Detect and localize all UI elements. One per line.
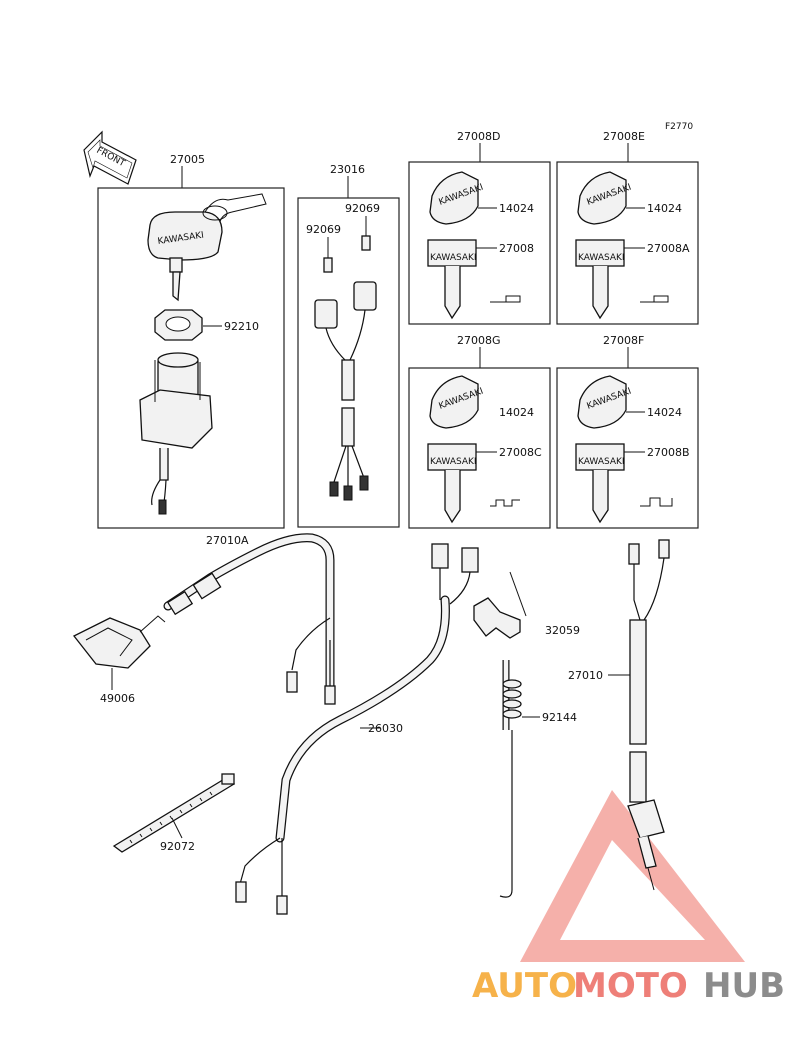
tube-92144-icon	[499, 660, 522, 898]
label-14024-d: 14024	[499, 202, 534, 215]
band-92072-icon	[112, 773, 236, 853]
label-27010A: 27010A	[206, 534, 249, 547]
front-arrow-icon: FRONT	[83, 130, 137, 185]
label-27008C: 27008C	[499, 446, 542, 459]
label-49006: 49006	[100, 692, 135, 705]
label-27008G: 27008G	[457, 334, 501, 347]
label-23016: 23016	[330, 163, 365, 176]
label-92210: 92210	[224, 320, 259, 333]
key-set-e-knob-icon: KAWASAKI	[577, 171, 633, 225]
label-92144: 92144	[542, 711, 577, 724]
lead-harness-kit-box	[297, 197, 400, 528]
label-27008: 27008	[499, 242, 534, 255]
watermark-moto: MOTO	[573, 966, 688, 1006]
bracket-32059-icon	[473, 571, 527, 639]
label-92069-right: 92069	[345, 202, 380, 215]
label-27008D: 27008D	[457, 130, 500, 143]
key-set-e-box	[556, 161, 699, 325]
svg-text:KAWASAKI: KAWASAKI	[578, 457, 625, 467]
cap-right-icon	[361, 235, 371, 251]
label-27008A: 27008A	[647, 242, 690, 255]
cover-49006-icon	[72, 615, 166, 669]
label-14024-f: 14024	[647, 406, 682, 419]
figure-code: F2770	[665, 122, 693, 132]
ignition-key-icon: KAWASAKI	[147, 193, 267, 302]
svg-text:KAWASAKI: KAWASAKI	[430, 457, 477, 467]
ignition-switch-body-icon	[139, 352, 213, 515]
key-set-e-key-icon: KAWASAKI	[575, 239, 625, 320]
key-set-g-knob-icon: KAWASAKI	[429, 375, 485, 429]
label-14024-g: 14024	[499, 406, 534, 419]
switch-27010A-icon	[163, 533, 336, 705]
label-27008B: 27008B	[647, 446, 690, 459]
cap-left-icon	[323, 257, 333, 273]
label-26030: 26030	[368, 722, 403, 735]
label-92069-left: 92069	[306, 223, 341, 236]
ignition-switch-kit-box	[97, 187, 285, 529]
watermark-auto: AUTO	[472, 966, 577, 1006]
label-27008F: 27008F	[603, 334, 644, 347]
key-set-d-key-icon: KAWASAKI	[427, 239, 477, 320]
key-set-g-key-icon: KAWASAKI	[427, 443, 477, 524]
watermark-hub: HUB	[703, 966, 785, 1006]
switch-27010-icon	[627, 539, 670, 891]
label-27008E: 27008E	[603, 130, 645, 143]
key-set-f-box	[556, 367, 699, 529]
svg-text:KAWASAKI: KAWASAKI	[430, 253, 477, 263]
svg-text:KAWASAKI: KAWASAKI	[578, 253, 625, 263]
harness-26030-icon	[235, 543, 479, 915]
key-set-g-box	[408, 367, 551, 529]
key-set-d-box	[408, 161, 551, 325]
lead-harness-icon	[314, 281, 377, 501]
label-92072: 92072	[160, 840, 195, 853]
label-32059: 32059	[545, 624, 580, 637]
key-set-f-knob-icon: KAWASAKI	[577, 375, 633, 429]
label-14024-e: 14024	[647, 202, 682, 215]
watermark-logo: AUTO MOTO HUB	[472, 790, 785, 1006]
label-27005: 27005	[170, 153, 205, 166]
key-set-f-key-icon: KAWASAKI	[575, 443, 625, 524]
nut-icon	[154, 309, 203, 341]
key-set-d-knob-icon: KAWASAKI	[429, 171, 485, 225]
label-27010: 27010	[568, 669, 603, 682]
